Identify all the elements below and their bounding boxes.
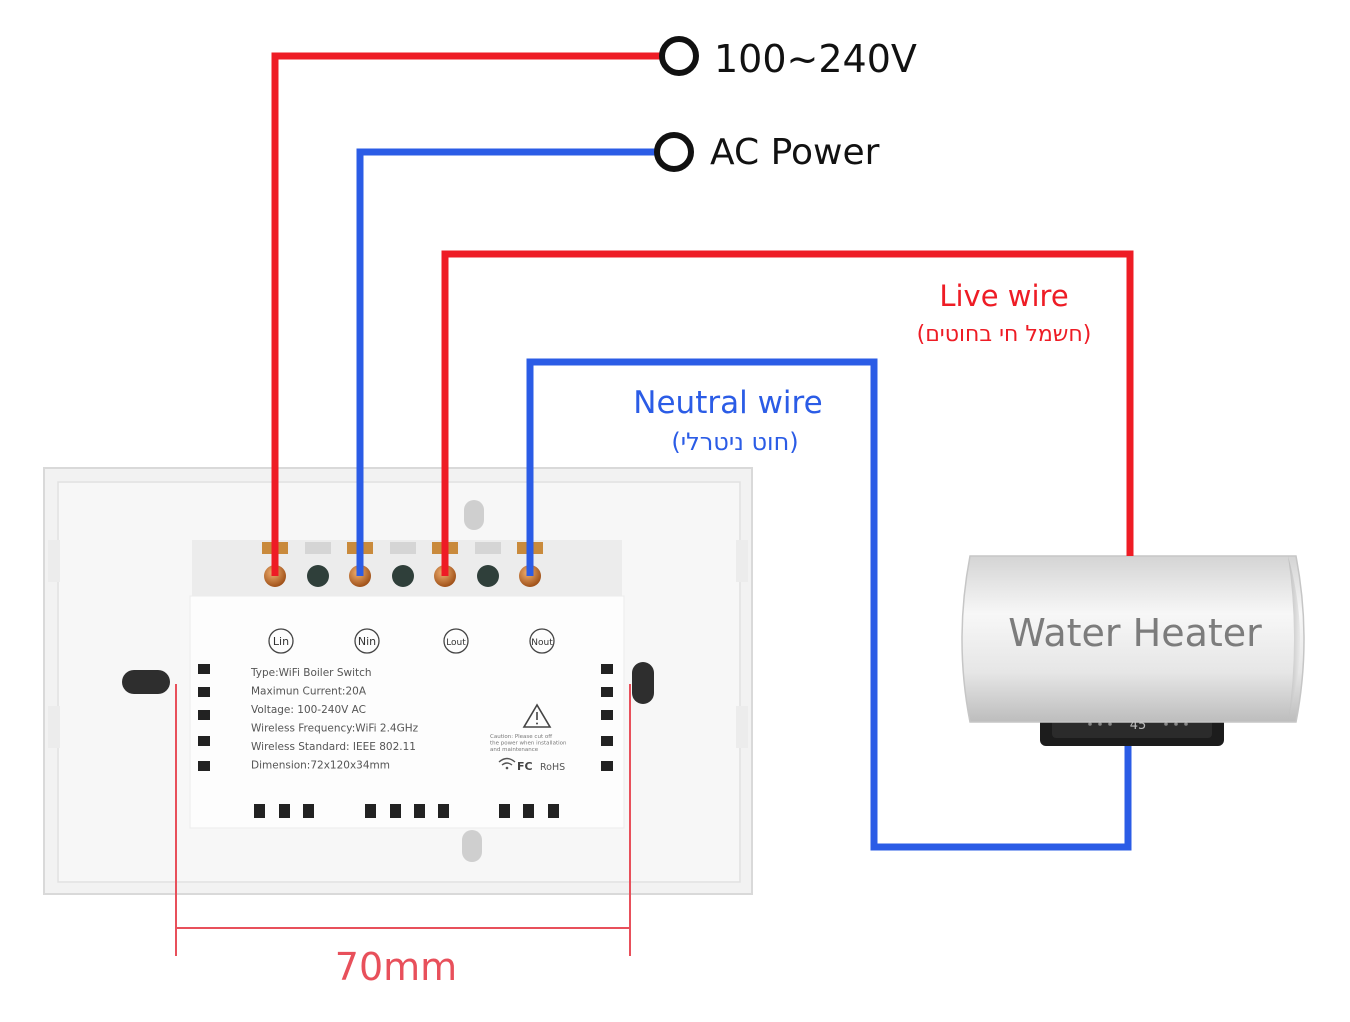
frame-notch: [736, 706, 748, 748]
vent-slot: [198, 710, 210, 720]
ac-power-label: AC Power: [710, 132, 880, 173]
indicator-dot: [1098, 722, 1102, 726]
fc-mark: FC: [517, 760, 533, 773]
terminal-label-ring: [443, 628, 469, 654]
live-wire-output: [441, 250, 1134, 576]
dimension-marker: [175, 684, 631, 956]
vent-slot: [601, 710, 613, 720]
terminal-label-ring: [529, 628, 555, 654]
heater-indicator-dots: [1088, 722, 1188, 726]
vent-slots: [198, 664, 613, 818]
vent-slot: [303, 804, 314, 818]
spec-line: Type:WiFi Boiler Switch: [250, 667, 372, 679]
neutral-wire-output: [526, 358, 1132, 851]
vent-slot: [601, 761, 613, 771]
vent-slot: [254, 804, 265, 818]
wires: [271, 52, 1134, 851]
spec-line: Maximun Current:20A: [251, 686, 367, 698]
terminal-label-nout: Nout: [531, 638, 553, 648]
wifi-icon: [498, 757, 516, 770]
vent-slot: [601, 687, 613, 697]
left-clip: [122, 670, 170, 694]
voltage-label: 100~240V: [714, 37, 917, 81]
terminal-label-lout: Lout: [446, 638, 466, 648]
vent-slot: [523, 804, 534, 818]
heater-end-cap: [1288, 556, 1300, 722]
indicator-dot: [1164, 722, 1168, 726]
neutral-power-terminal: [654, 132, 694, 172]
terminal-hole: [477, 565, 499, 587]
terminal-clamp: [390, 542, 416, 554]
vent-slot: [499, 804, 510, 818]
mounting-slot-top: [464, 500, 484, 530]
terminal-clamp: [305, 542, 331, 554]
spec-line: Wireless Frequency:WiFi 2.4GHz: [251, 723, 419, 735]
terminal-hole: [307, 565, 329, 587]
mounting-slot-bottom: [462, 830, 482, 862]
vent-slot: [198, 761, 210, 771]
frame-notch: [736, 540, 748, 582]
live-power-terminal: [659, 36, 699, 76]
caution-line: Caution: Please cut off: [490, 734, 552, 740]
vent-slot: [414, 804, 425, 818]
terminal-label-lin: Lin: [273, 635, 289, 648]
terminal-labels: Lin Nin Lout Nout: [268, 628, 555, 654]
terminal-hole: [392, 565, 414, 587]
vent-slot: [438, 804, 449, 818]
vent-slot: [601, 736, 613, 746]
indicator-dot: [1174, 722, 1178, 726]
heater-label: Water Heater: [1008, 611, 1262, 655]
vent-slot: [279, 804, 290, 818]
indicator-dot: [1088, 722, 1092, 726]
terminal-label-nin: Nin: [358, 635, 376, 648]
vent-slot: [198, 687, 210, 697]
rohs-mark: RoHS: [540, 762, 565, 773]
caution-warning-icon: [522, 703, 552, 728]
vent-slot: [365, 804, 376, 818]
vent-slot: [548, 804, 559, 818]
frame-notch: [48, 540, 60, 582]
neutral-wire-label: Neutral wire: [633, 385, 822, 421]
wifi-boiler-switch: Lin Nin Lout Nout Type:WiFi Boiler SwitchMa…: [43, 467, 753, 895]
caution-line: the power when installation: [490, 741, 567, 747]
caution-line: and maintenance: [490, 747, 539, 753]
live-wire-label: Live wire: [939, 279, 1068, 313]
vent-slot: [198, 664, 210, 674]
live-wire-hebrew-label: (חשמל חי בחוטים): [917, 322, 1092, 347]
spec-line: Voltage: 100-240V AC: [251, 704, 366, 716]
spec-line: Wireless Standard: IEEE 802.11: [251, 741, 416, 753]
right-clip: [632, 662, 654, 704]
vent-slot: [601, 664, 613, 674]
terminal-label-ring: [268, 628, 294, 654]
indicator-dot: [1184, 722, 1188, 726]
vent-slot: [198, 736, 210, 746]
dimension-label: 70mm: [335, 945, 457, 989]
spec-line: Dimension:72x120x34mm: [251, 760, 390, 772]
frame-notch: [48, 706, 60, 748]
water-heater: 45 Water Heater: [961, 555, 1305, 746]
live-wire-input: [271, 52, 672, 576]
heater-tank: [961, 555, 1305, 723]
indicator-dot: [1108, 722, 1112, 726]
vent-slot: [390, 804, 401, 818]
neutral-wire-hebrew-label: (חוט ניטרלי): [671, 428, 798, 456]
neutral-wire-input: [356, 148, 668, 576]
terminal-clamp: [475, 542, 501, 554]
terminal-label-ring: [354, 628, 380, 654]
